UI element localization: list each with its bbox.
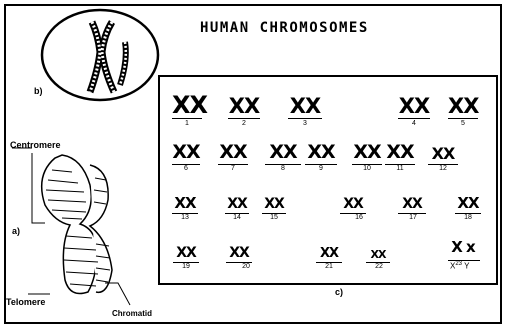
chromosome-pair-12: XX	[428, 146, 458, 162]
chromosome-pair-10: XX	[352, 143, 382, 162]
chromosome-pair-13: XX	[172, 196, 198, 211]
chromosome-pair-20: XX	[226, 246, 252, 260]
chromosome-number: 4	[401, 120, 427, 127]
chromosome-pair-19: XX	[173, 246, 199, 260]
chromosome-number: 3	[292, 120, 318, 127]
label-a: a)	[12, 226, 20, 236]
chromosome-pair-22: XX	[366, 249, 390, 260]
underline-3	[288, 118, 322, 119]
underline-4	[398, 118, 430, 119]
chromosome-number: 21	[316, 263, 342, 270]
chromosome-number: 9	[308, 165, 334, 172]
chromosome-number: 17	[400, 214, 426, 221]
chromosome-pair-3: XX	[288, 96, 322, 117]
chromosome-number: 12	[430, 165, 456, 172]
chromosome-number: 14	[224, 214, 250, 221]
chromosome-pair-18: XX	[455, 196, 481, 211]
chromosome-number: 1	[174, 120, 200, 127]
label-centromere: Centromere	[10, 140, 61, 150]
chromosome-pair-1: XX	[172, 93, 202, 117]
sex-pair-number: 23	[455, 261, 462, 267]
chromosome-number: 8	[270, 165, 296, 172]
chromosome-pair-7: XX	[218, 143, 248, 162]
chromosome-pair-11: XX	[385, 143, 415, 162]
chromosome-number: 11	[387, 165, 413, 172]
underline-5	[448, 118, 478, 119]
chromosome-number: 10	[354, 165, 380, 172]
chromosome-number: 2	[231, 120, 257, 127]
underline-1	[172, 118, 202, 119]
chromosome-pair-14: XX	[225, 197, 249, 211]
chromosome-number: 5	[450, 120, 476, 127]
chromosome-pair-21: XX	[316, 247, 342, 260]
chromosome-number: 16	[346, 214, 372, 221]
chromosome-number: 22	[366, 263, 392, 270]
sex-y-label: Y	[464, 262, 469, 271]
chromosome-number: 15	[261, 214, 287, 221]
chromosome-number: 7	[220, 165, 246, 172]
chromosome-pair-9: XX	[305, 143, 337, 162]
chromosome-number: 19	[173, 263, 199, 270]
label-telomere: Telomere	[6, 297, 45, 307]
chromosome-pair-2: XX	[228, 96, 260, 117]
chromosome-pair-17: XX	[398, 197, 426, 211]
label-chromatid: Chromatid	[112, 309, 152, 318]
large-chromosome-icon	[42, 155, 112, 294]
chromosome-pair-16: XX	[340, 197, 366, 211]
chromosome-pair-23: X x	[448, 240, 478, 255]
label-b: b)	[34, 86, 43, 96]
chromosome-pair-4: XX	[398, 96, 430, 117]
chromosome-pair-15: XX	[262, 197, 286, 211]
chromosome-pair-6: XX	[172, 143, 200, 162]
chromosome-number: 18	[455, 214, 481, 221]
chromosome-number: 13	[172, 214, 198, 221]
chromosome-number: 6	[173, 165, 199, 172]
underline-2	[228, 118, 260, 119]
label-c: c)	[335, 287, 343, 297]
chromosome-pair-5: XX	[448, 96, 478, 117]
sex-chromosome-label: X23 Y	[450, 261, 469, 271]
chromosome-number: 20	[233, 263, 259, 270]
chromosome-pair-8: XX	[265, 143, 301, 162]
